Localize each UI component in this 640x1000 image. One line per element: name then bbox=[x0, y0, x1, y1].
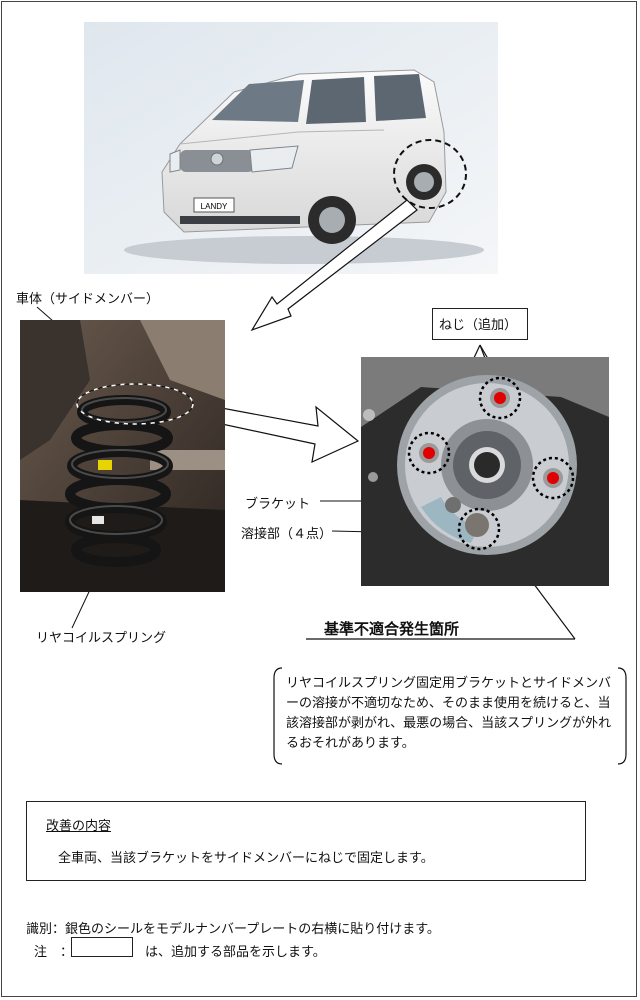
weld-label: 溶接部（４点） bbox=[241, 527, 333, 542]
spring-photo bbox=[20, 320, 225, 592]
bracket-photo bbox=[361, 357, 609, 586]
description-brackets bbox=[273, 667, 627, 765]
screw-label: ねじ（追加） bbox=[439, 318, 518, 333]
description-text: リヤコイルスプリング固定用ブラケットとサイドメンバーの溶接が不適切なため、そのま… bbox=[286, 676, 612, 751]
bracket-label: ブラケット bbox=[245, 497, 311, 512]
note-suffix: は、追加する部品を示します。 bbox=[145, 945, 326, 960]
improvement-title: 改善の内容 bbox=[46, 819, 112, 834]
improvement-box bbox=[26, 801, 586, 881]
legend-box-icon bbox=[71, 937, 133, 957]
note-prefix: 注 ： bbox=[34, 945, 74, 960]
car-badge-text: LANDY bbox=[201, 202, 228, 211]
spring-label: リヤコイルスプリング bbox=[36, 631, 167, 646]
body-label: 車体（サイドメンバー） bbox=[16, 292, 160, 307]
defect-title: 基準不適合発生箇所 bbox=[324, 620, 460, 638]
car-photo: LANDY bbox=[84, 22, 498, 274]
big-arrow-icon bbox=[250, 199, 418, 332]
screw-label-box bbox=[432, 308, 528, 340]
identification-text: 識別：銀色のシールをモデルナンバープレートの右横に貼り付けます。 bbox=[26, 922, 440, 937]
improvement-text: 全車両、当該ブラケットをサイドメンバーにねじで固定します。 bbox=[58, 851, 434, 866]
